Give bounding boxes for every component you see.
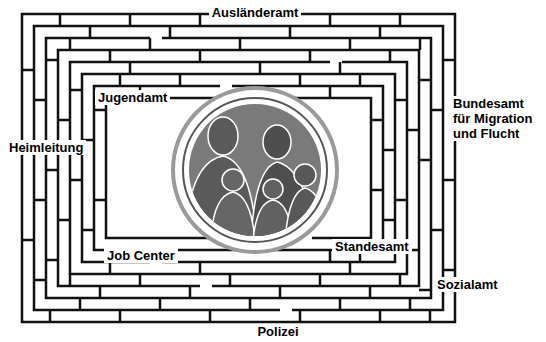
maze-ring [58,50,419,286]
office-label: Polizei [254,324,301,339]
label-box: Jugendamt [95,88,170,106]
child-body [285,188,327,240]
label-box: Job Center [104,246,178,264]
adult-head [208,117,238,155]
office-label: Standesamt [332,239,412,254]
office-label: Heimleitung [6,140,86,155]
office-label: Jugendamt [95,90,170,105]
maze-cross-walls [22,14,455,322]
label-box: Ausländeramt [209,3,302,21]
label-box: Sozialamt [434,275,501,293]
emblem-inner-ring [183,98,327,242]
child-body [211,192,255,240]
child-head [294,164,316,186]
label-box: Polizei [254,322,301,340]
office-label: Sozialamt [434,277,501,292]
label-box: Heimleitung [6,138,86,156]
emblem-outer-ring [173,88,337,252]
child-head [263,179,283,199]
office-label: Ausländeramt [209,5,302,20]
maze-walls [22,14,455,322]
family-silhouette [185,117,327,240]
office-label: Bundesamt für Migration und Flucht [450,96,542,141]
maze-ring [34,26,443,310]
maze-ring [82,74,395,262]
adult-head [263,125,291,159]
office-label: Job Center [104,248,178,263]
maze-ring [22,14,455,322]
label-box: Standesamt [332,237,412,255]
child-head [222,169,244,191]
maze-ring [46,38,431,298]
family-emblem [173,88,337,252]
label-box: Bundesamt für Migration und Flucht [450,96,542,142]
maze-ring [94,86,383,250]
adult-body [185,156,257,240]
